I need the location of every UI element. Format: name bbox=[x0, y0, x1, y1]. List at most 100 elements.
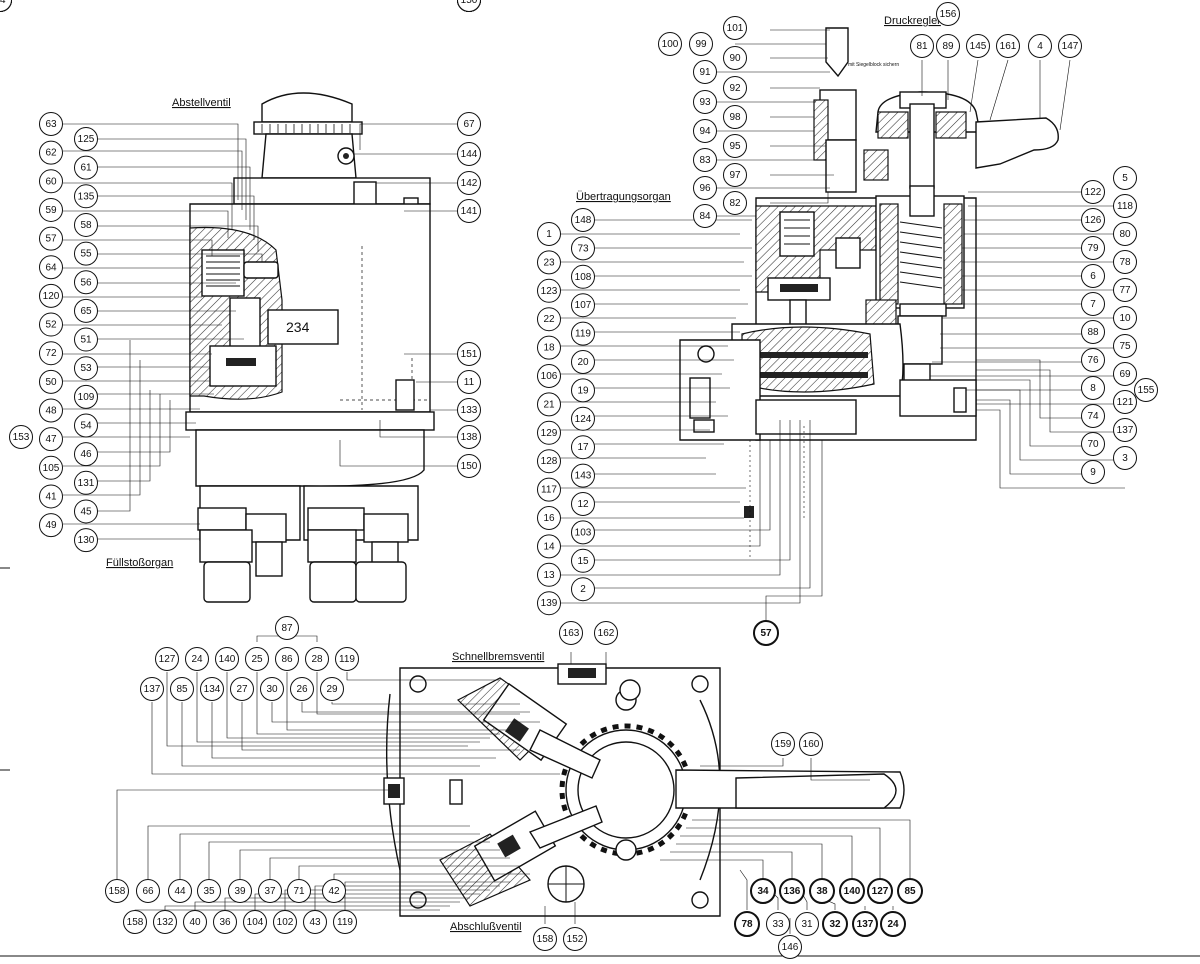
callout-label: 80 bbox=[1119, 229, 1131, 240]
callout-label: 9 bbox=[1090, 467, 1096, 478]
callout-label: 24 bbox=[887, 919, 899, 930]
callout-label: 36 bbox=[219, 917, 231, 928]
title-fuellstossorgan: Füllstoßorgan bbox=[106, 557, 173, 569]
callout-label: 26 bbox=[296, 684, 308, 695]
callout-1: 1 bbox=[537, 222, 561, 246]
callout-label: 37 bbox=[264, 886, 276, 897]
callout-84: 84 bbox=[693, 204, 717, 228]
callout-label: 119 bbox=[575, 329, 591, 340]
callout-label: 28 bbox=[311, 654, 323, 665]
callout-90: 90 bbox=[723, 46, 747, 70]
callout-108: 108 bbox=[571, 264, 595, 289]
callout-label: 148 bbox=[575, 215, 592, 226]
callout-label: 141 bbox=[461, 206, 478, 217]
callout-158: 158 bbox=[533, 927, 557, 951]
callout-label: 73 bbox=[577, 243, 589, 254]
callout-label: 155 bbox=[1138, 385, 1155, 396]
callout-label: 152 bbox=[567, 934, 584, 945]
callout-63: 63 bbox=[39, 112, 63, 136]
callout-119: 119 bbox=[333, 910, 357, 934]
callout-label: 142 bbox=[461, 178, 478, 189]
callout-label: 140 bbox=[844, 886, 861, 897]
callout-label: 86 bbox=[281, 654, 293, 665]
callout-139: 139 bbox=[537, 591, 561, 616]
callout-label: 95 bbox=[729, 141, 741, 152]
callout-65: 65 bbox=[74, 298, 98, 323]
callout-label: 43 bbox=[309, 917, 321, 928]
callout-label: 105 bbox=[43, 463, 60, 474]
callout-32: 32 bbox=[822, 911, 848, 937]
callout-55: 55 bbox=[74, 241, 98, 266]
callout-148: 148 bbox=[571, 208, 595, 232]
callout-155: 155 bbox=[1134, 378, 1158, 402]
callout-26: 26 bbox=[290, 677, 314, 701]
callout-11: 11 bbox=[457, 370, 481, 394]
callout-10: 10 bbox=[1113, 306, 1137, 330]
callout-label: 118 bbox=[1117, 201, 1133, 212]
title-schnellbremsventil: Schnellbremsventil bbox=[452, 651, 544, 663]
callout-54: 54 bbox=[74, 413, 98, 438]
part-number-callouts: 6362605957641205272504847105414912561135… bbox=[0, 0, 1158, 959]
callout-130: 130 bbox=[74, 528, 98, 553]
callout-label: 97 bbox=[729, 170, 741, 181]
callout-7: 7 bbox=[1081, 292, 1105, 316]
callout-160: 160 bbox=[799, 732, 823, 756]
callout-50: 50 bbox=[39, 369, 63, 394]
callout-8: 8 bbox=[1081, 376, 1105, 400]
callout-label: 150 bbox=[461, 0, 478, 6]
callout-label: 125 bbox=[78, 134, 95, 145]
callout-33: 33 bbox=[766, 912, 790, 936]
callout-107: 107 bbox=[571, 293, 595, 318]
callout-31: 31 bbox=[795, 912, 819, 936]
callout-label: 109 bbox=[78, 392, 95, 403]
callout-label: 117 bbox=[541, 485, 557, 496]
callout-92: 92 bbox=[723, 76, 747, 100]
callout-137: 137 bbox=[852, 911, 878, 937]
callout-label: 56 bbox=[80, 277, 92, 288]
callout-label: 122 bbox=[1085, 187, 1102, 198]
callout-label: 123 bbox=[541, 286, 558, 297]
callout-73: 73 bbox=[571, 236, 595, 261]
callout-61: 61 bbox=[74, 155, 98, 180]
callout-158: 158 bbox=[105, 879, 129, 903]
callout-label: 41 bbox=[45, 491, 57, 502]
callout-94: 94 bbox=[693, 119, 717, 143]
callout-141: 141 bbox=[457, 199, 481, 223]
callout-147: 147 bbox=[1058, 34, 1082, 58]
callout-21: 21 bbox=[537, 392, 561, 417]
callout-76: 76 bbox=[1081, 348, 1105, 372]
callout-12: 12 bbox=[571, 492, 595, 516]
callout-136: 136 bbox=[779, 878, 805, 904]
callout-144: 144 bbox=[457, 142, 481, 166]
callout-78: 78 bbox=[1113, 250, 1137, 274]
callout-132: 132 bbox=[153, 910, 177, 934]
callout-label: 129 bbox=[541, 428, 558, 439]
title-druckregler: Druckregler bbox=[884, 15, 941, 27]
callout-29: 29 bbox=[320, 677, 344, 701]
callout-85: 85 bbox=[897, 878, 923, 904]
callout-153: 153 bbox=[9, 425, 33, 449]
callout-label: 7 bbox=[1090, 299, 1096, 310]
callout-48: 48 bbox=[39, 398, 63, 423]
callout-127: 127 bbox=[155, 647, 179, 671]
callout-78: 78 bbox=[734, 911, 760, 937]
callout-label: 12 bbox=[577, 499, 589, 510]
callout-label: 30 bbox=[266, 684, 278, 695]
callout-label: 127 bbox=[872, 886, 889, 897]
callout-label: 160 bbox=[803, 739, 820, 750]
callout-14: 14 bbox=[537, 534, 561, 559]
callout-46: 46 bbox=[74, 442, 98, 467]
callout-18: 18 bbox=[537, 335, 561, 360]
callout-label: 71 bbox=[293, 886, 305, 897]
callout-label: 76 bbox=[1087, 355, 1099, 366]
callout-label: 44 bbox=[174, 886, 186, 897]
callout-150: 150 bbox=[457, 454, 481, 478]
callout-82: 82 bbox=[723, 191, 747, 215]
callout-label: 143 bbox=[575, 471, 592, 482]
callout-label: 139 bbox=[541, 598, 558, 609]
callout-label: 145 bbox=[970, 41, 987, 52]
callout-4: 4 bbox=[1028, 34, 1052, 58]
callout-15: 15 bbox=[571, 548, 595, 573]
callout-label: 158 bbox=[537, 934, 554, 945]
callout-42: 42 bbox=[322, 879, 346, 903]
